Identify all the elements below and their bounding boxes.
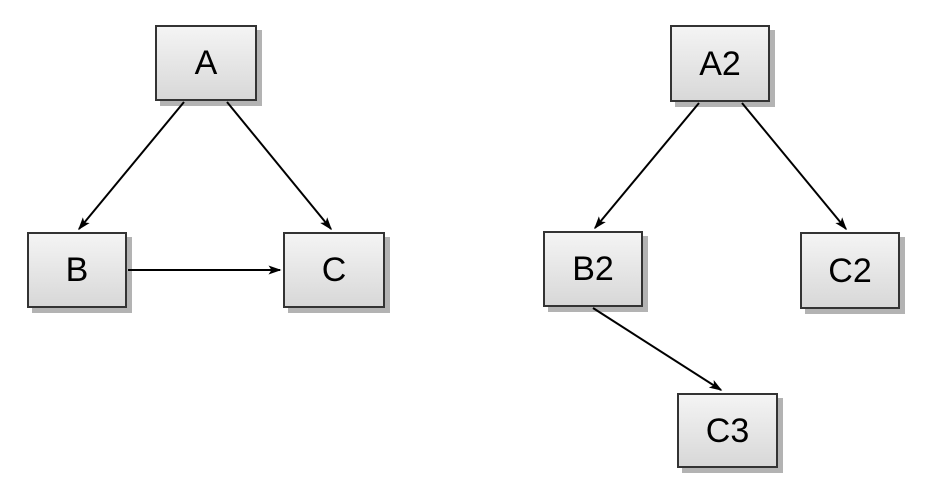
- node-C2: C2: [800, 232, 900, 309]
- node-label-B2: B2: [572, 250, 614, 288]
- node-label-A2: A2: [699, 44, 741, 83]
- node-B2: B2: [543, 231, 643, 307]
- node-C: C: [283, 232, 385, 308]
- node-label-C2: C2: [828, 251, 872, 290]
- node-label-C: C: [321, 251, 347, 289]
- node-A2: A2: [670, 25, 770, 102]
- node-B: B: [27, 232, 127, 308]
- node-C3: C3: [677, 393, 778, 468]
- edge-A2-B2: [594, 102, 700, 230]
- node-label-B: B: [65, 251, 89, 289]
- edge-A-B: [78, 101, 185, 231]
- edge-A-C: [226, 101, 332, 231]
- edge-B2-C3: [592, 307, 723, 391]
- node-label-C3: C3: [705, 411, 750, 450]
- edge-A2-C2: [741, 102, 847, 231]
- node-A: A: [155, 25, 257, 101]
- node-label-A: A: [194, 44, 218, 82]
